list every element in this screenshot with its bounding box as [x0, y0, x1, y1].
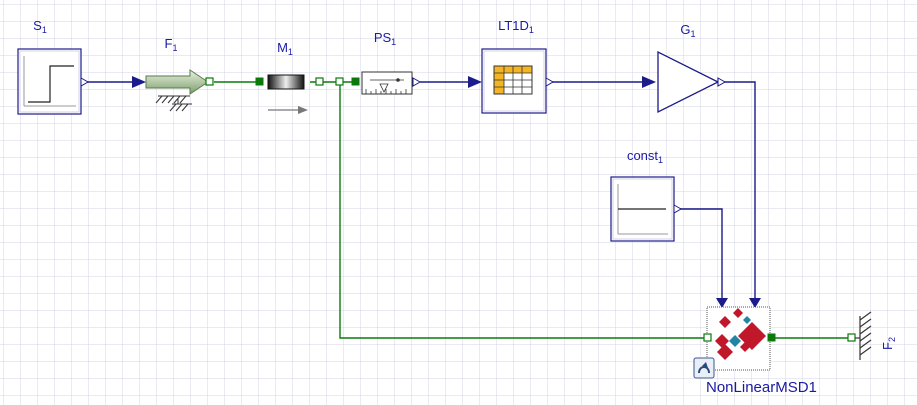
- signal-wires: [86, 81, 756, 300]
- msd-label: NonLinearMSD1: [706, 379, 817, 396]
- svg-text:S1: S1: [33, 18, 47, 35]
- fixed-port[interactable]: [847, 333, 856, 342]
- force-block[interactable]: F1: [145, 36, 214, 112]
- lookup-label-sub: 1: [529, 25, 534, 35]
- gain-label: G: [680, 22, 690, 37]
- gain-block[interactable]: G1: [657, 22, 727, 114]
- arrowhead-msd-const-input: [716, 298, 728, 308]
- svg-text:F1: F1: [165, 36, 178, 53]
- arrowhead-gain-input: [642, 76, 656, 88]
- mass-body-icon: [267, 74, 305, 90]
- arrowhead-force-input: [132, 76, 146, 88]
- ruler-icon: [365, 78, 407, 94]
- fixed-ground-icon: [855, 311, 872, 360]
- lookup-label: LT1D: [498, 18, 529, 33]
- wire-gain-to-msd[interactable]: [722, 81, 756, 300]
- gain-output-port[interactable]: [717, 77, 727, 87]
- svg-text:G1: G1: [680, 22, 695, 39]
- step-label: S: [33, 18, 42, 33]
- force-flange-port[interactable]: [205, 77, 214, 86]
- force-label: F: [165, 36, 173, 51]
- lookup-output-port[interactable]: [545, 77, 555, 87]
- mass-direction-arrow-icon: [268, 106, 308, 114]
- sensor-label-sub: 1: [391, 37, 396, 47]
- step-output-port[interactable]: [80, 77, 90, 87]
- svg-text:M1: M1: [277, 40, 293, 57]
- gain-triangle-icon: [657, 50, 720, 114]
- wire-node-to-msd[interactable]: [339, 82, 712, 339]
- mass-right-port[interactable]: [315, 77, 324, 86]
- sensor-label: PS: [374, 30, 392, 45]
- svg-text:PS1: PS1: [374, 30, 396, 47]
- msd-diamonds-icon: [715, 308, 766, 360]
- constant-plot-icon: [617, 184, 668, 235]
- mass-label: M: [277, 40, 288, 55]
- step-block[interactable]: S1: [17, 18, 90, 115]
- fixed-label-sub: 2: [887, 337, 897, 342]
- fixed-block[interactable]: F2: [847, 311, 897, 360]
- fixed-label-group: F2: [880, 337, 897, 350]
- mass-label-sub: 1: [288, 47, 293, 57]
- constant-label: const: [627, 148, 658, 163]
- constant-label-sub: 1: [658, 155, 663, 165]
- table-icon: [493, 65, 533, 95]
- fixed-label: F: [880, 342, 895, 350]
- arrowhead-lookup-input: [468, 76, 482, 88]
- package-link-icon: [693, 357, 715, 379]
- position-sensor-block[interactable]: PS1: [351, 30, 422, 95]
- gain-label-sub: 1: [691, 29, 696, 39]
- svg-text:const1: const1: [627, 148, 663, 165]
- lookup-table-block[interactable]: LT1D1: [481, 18, 555, 114]
- svg-text:LT1D1: LT1D1: [498, 18, 534, 35]
- nonlinear-msd-block[interactable]: NonLinearMSD1: [693, 306, 817, 396]
- sensor-output-port[interactable]: [412, 77, 422, 87]
- msd-right-port[interactable]: [767, 333, 776, 342]
- step-label-sub: 1: [42, 25, 47, 35]
- wire-const-to-msd[interactable]: [680, 208, 723, 300]
- force-ground-icon: [155, 95, 192, 112]
- constant-output-port[interactable]: [673, 204, 683, 214]
- force-arrow-icon: [145, 69, 209, 95]
- force-label-sub: 1: [172, 43, 177, 53]
- constant-block[interactable]: const1: [610, 148, 683, 242]
- sensor-input-port[interactable]: [351, 77, 360, 86]
- mass-block[interactable]: M1: [255, 40, 324, 114]
- msd-left-port[interactable]: [703, 333, 712, 342]
- mass-left-port[interactable]: [255, 77, 264, 86]
- arrowhead-msd-gain-input: [749, 298, 761, 308]
- connection-node[interactable]: [335, 77, 344, 86]
- signal-arrowheads: [132, 76, 761, 308]
